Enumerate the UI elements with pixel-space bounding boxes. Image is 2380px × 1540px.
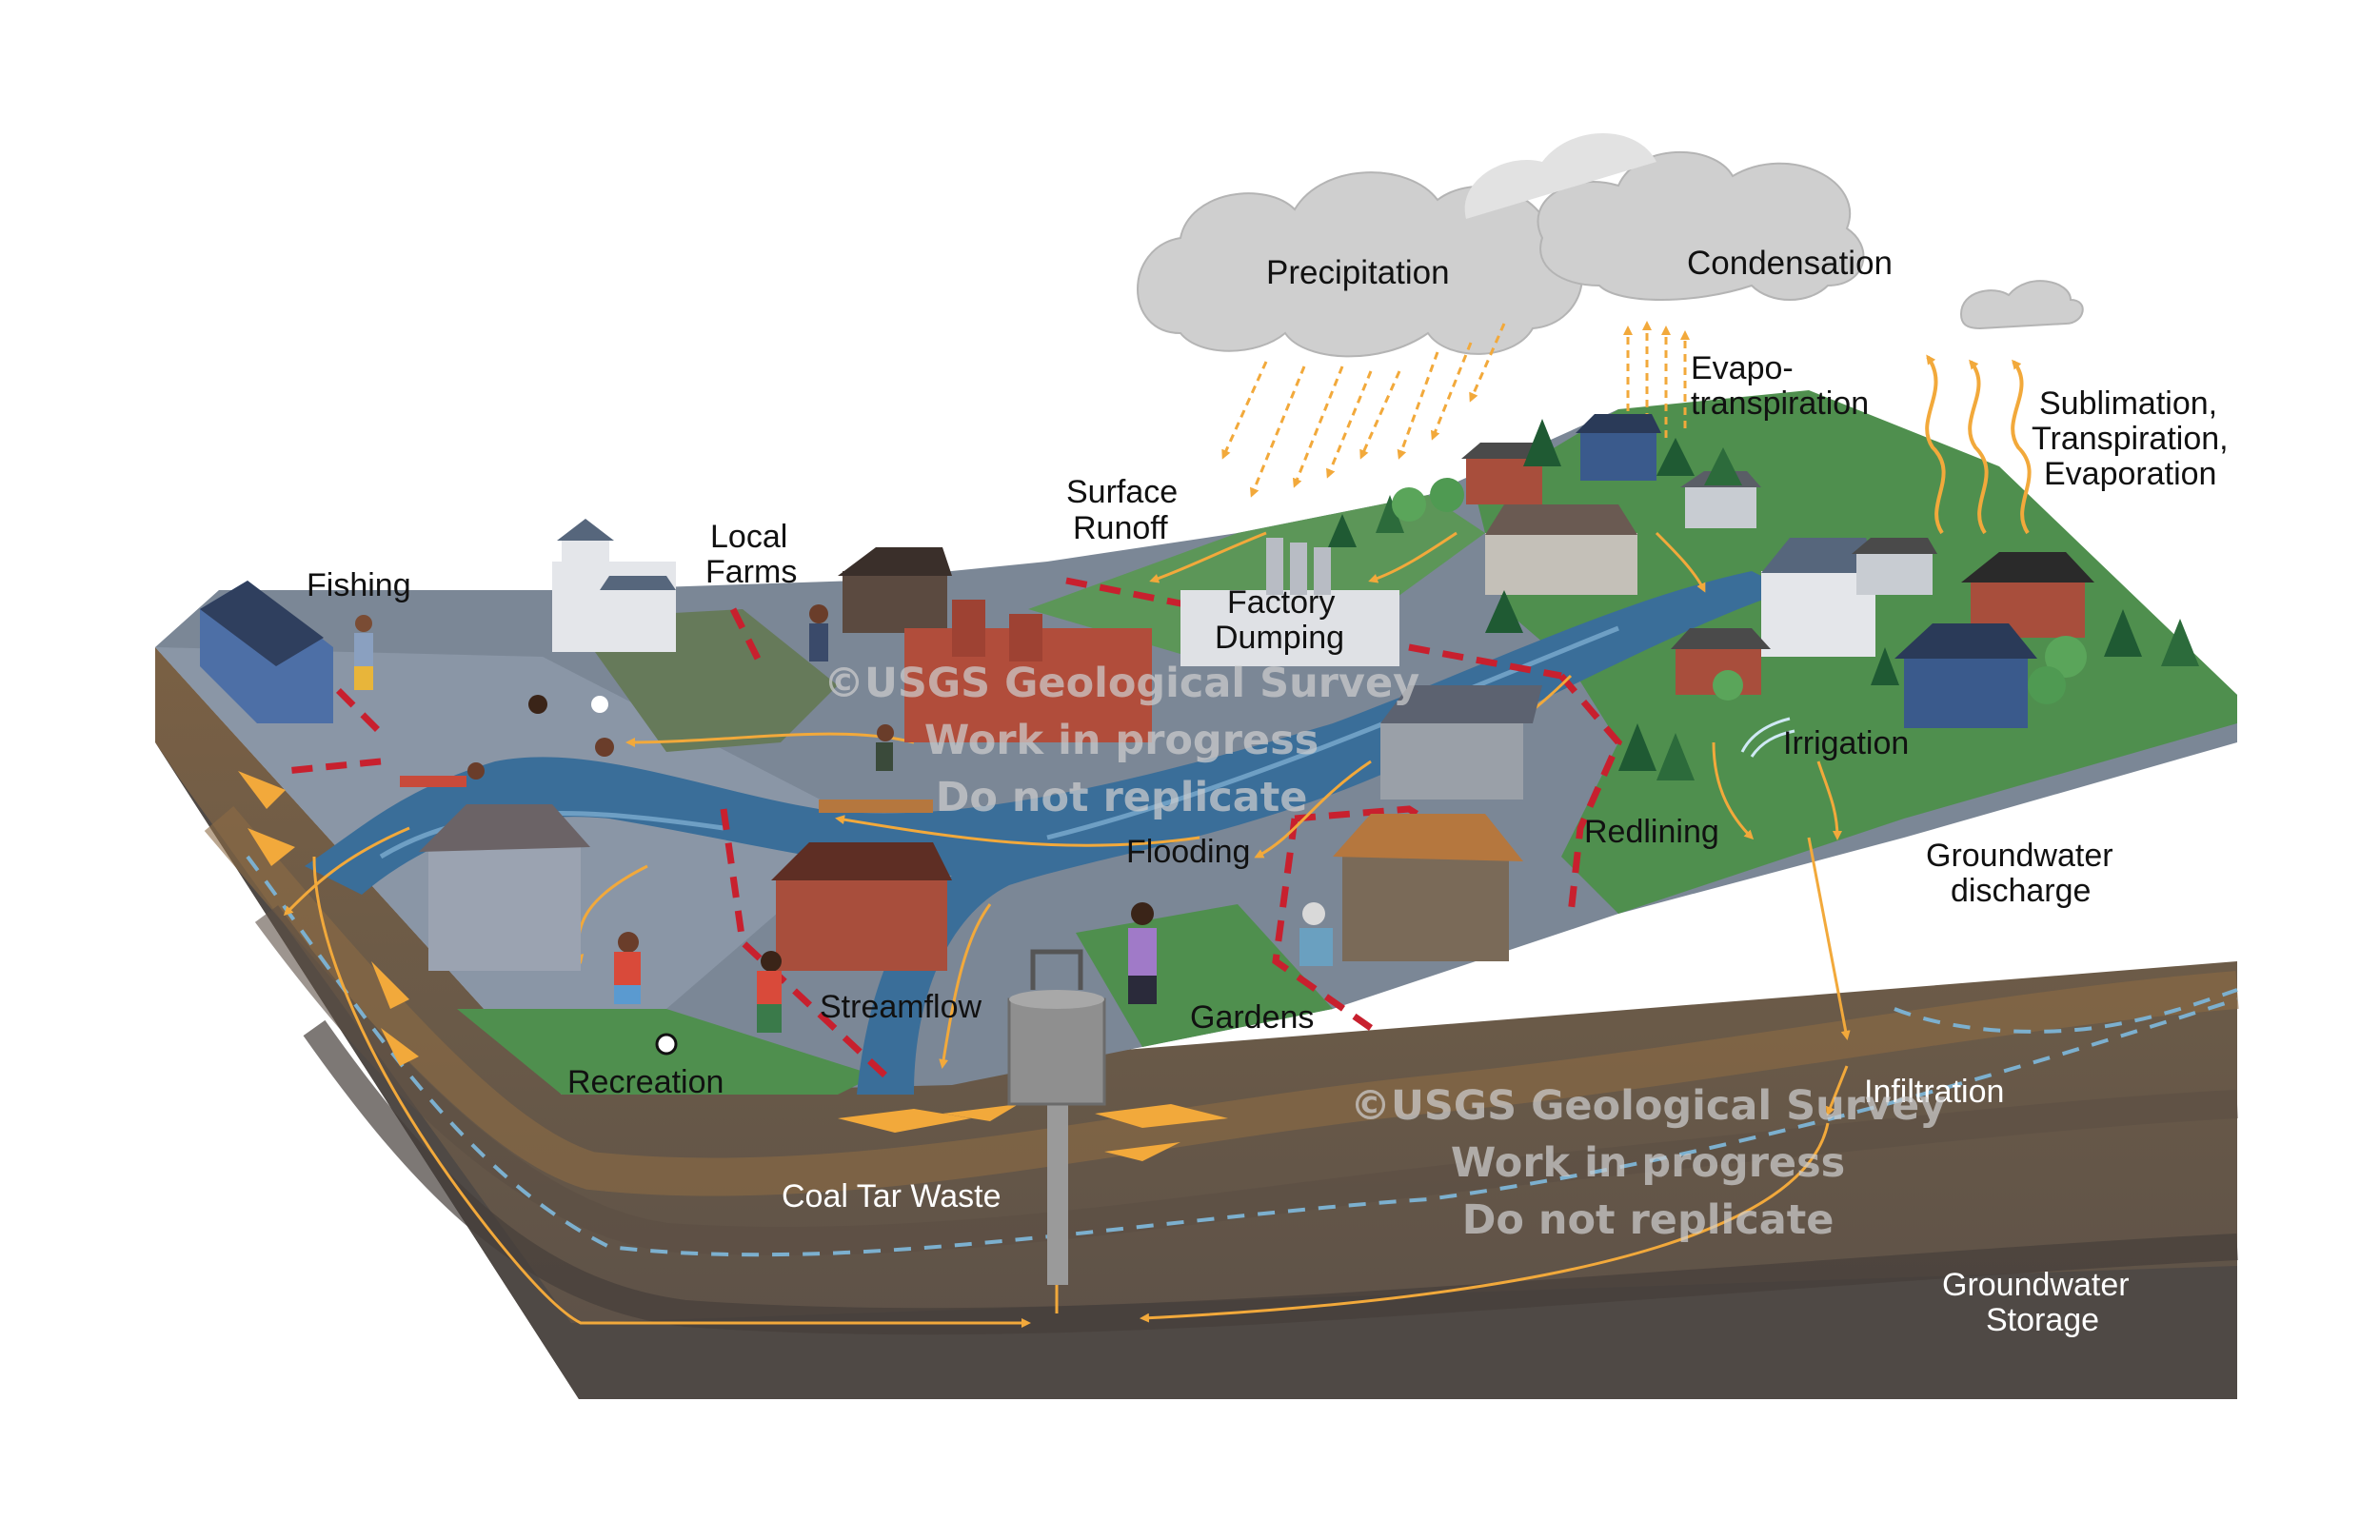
label-groundwater-discharge-line1: Groundwater	[1926, 838, 2113, 874]
buildings	[200, 414, 2094, 971]
soil-cross-section	[155, 647, 2239, 1399]
irrigation-sprinkler	[1740, 717, 1795, 758]
precipitation-arrows	[1221, 323, 1506, 498]
sublimation-arrows	[1925, 354, 2032, 535]
gardener-figure-1	[1128, 902, 1157, 1004]
watermark-lower: ©USGS Geological Survey Work in progress…	[1350, 1077, 1946, 1249]
label-local-farms-line2: Farms	[705, 554, 798, 590]
gardener-figure-2	[1299, 902, 1333, 966]
label-precipitation: Precipitation	[1266, 254, 1450, 291]
label-flooding: Flooding	[1126, 834, 1251, 870]
boater-figure	[819, 724, 933, 813]
label-surface-runoff-line2: Runoff	[1073, 510, 1168, 546]
label-local-farms-line1: Local	[710, 519, 788, 555]
house-red-brick	[771, 842, 952, 971]
house-blue-left	[200, 581, 333, 723]
label-factory-dumping-line2: Dumping	[1215, 620, 1345, 656]
label-evapotranspiration-line1: Evapo-	[1691, 350, 1794, 386]
water-table-line	[246, 855, 2238, 1257]
fisher-figure	[354, 615, 373, 690]
label-recreation: Recreation	[567, 1064, 724, 1100]
label-irrigation: Irrigation	[1783, 725, 1910, 761]
white-church	[552, 519, 676, 652]
label-groundwater-discharge-line2: discharge	[1951, 873, 2092, 909]
watermark-lower-line2: Work in progress	[1450, 1139, 1846, 1187]
coal-tar-waste	[238, 771, 1228, 1161]
watermark-upper-line3: Do not replicate	[935, 774, 1308, 821]
label-groundwater-storage-line1: Groundwater	[1942, 1267, 2130, 1303]
house-tan-gardens	[1333, 814, 1523, 961]
well	[1007, 949, 1106, 1285]
label-coal-tar-waste: Coal Tar Waste	[782, 1178, 1002, 1214]
watermark-upper-line2: Work in progress	[923, 717, 1319, 764]
watermark-upper-line1: ©USGS Geological Survey	[823, 660, 1420, 707]
house-grey-lower-left	[419, 804, 590, 971]
house-brown-farms	[838, 547, 952, 633]
people	[354, 604, 1333, 1056]
label-factory-dumping-line1: Factory	[1227, 584, 1336, 621]
label-redlining: Redlining	[1584, 814, 1719, 850]
label-sublimation-line2: Transpiration,	[2032, 421, 2229, 457]
label-infiltration: Infiltration	[1864, 1074, 2005, 1110]
soccer-ball	[655, 1033, 678, 1056]
watermark-lower-line3: Do not replicate	[1461, 1196, 1835, 1244]
watermark-lower-line1: ©USGS Geological Survey	[1350, 1082, 1947, 1130]
clouds	[1137, 133, 2084, 358]
farmer-figure	[809, 604, 828, 661]
label-sublimation-line3: Evaporation	[2044, 456, 2217, 492]
swimmer-figure	[400, 762, 485, 787]
soccer-player-2	[757, 951, 782, 1033]
label-streamflow: Streamflow	[820, 989, 982, 1025]
hill-houses	[1461, 414, 2094, 728]
label-sublimation-line1: Sublimation,	[2039, 385, 2218, 422]
label-gardens: Gardens	[1190, 999, 1315, 1036]
label-fishing: Fishing	[307, 567, 411, 603]
label-groundwater-storage-line2: Storage	[1986, 1302, 2100, 1338]
players-in-river	[528, 695, 614, 757]
trees	[1328, 419, 2199, 780]
watermark-upper: ©USGS Geological Survey Work in progress…	[823, 655, 1419, 826]
factory	[904, 538, 1399, 742]
soccer-player-1	[614, 932, 641, 1004]
label-evapotranspiration-line2: transpiration	[1691, 385, 1870, 422]
label-condensation: Condensation	[1687, 245, 1893, 282]
label-surface-runoff-line1: Surface	[1066, 474, 1179, 510]
house-grey-center	[1380, 685, 1542, 800]
